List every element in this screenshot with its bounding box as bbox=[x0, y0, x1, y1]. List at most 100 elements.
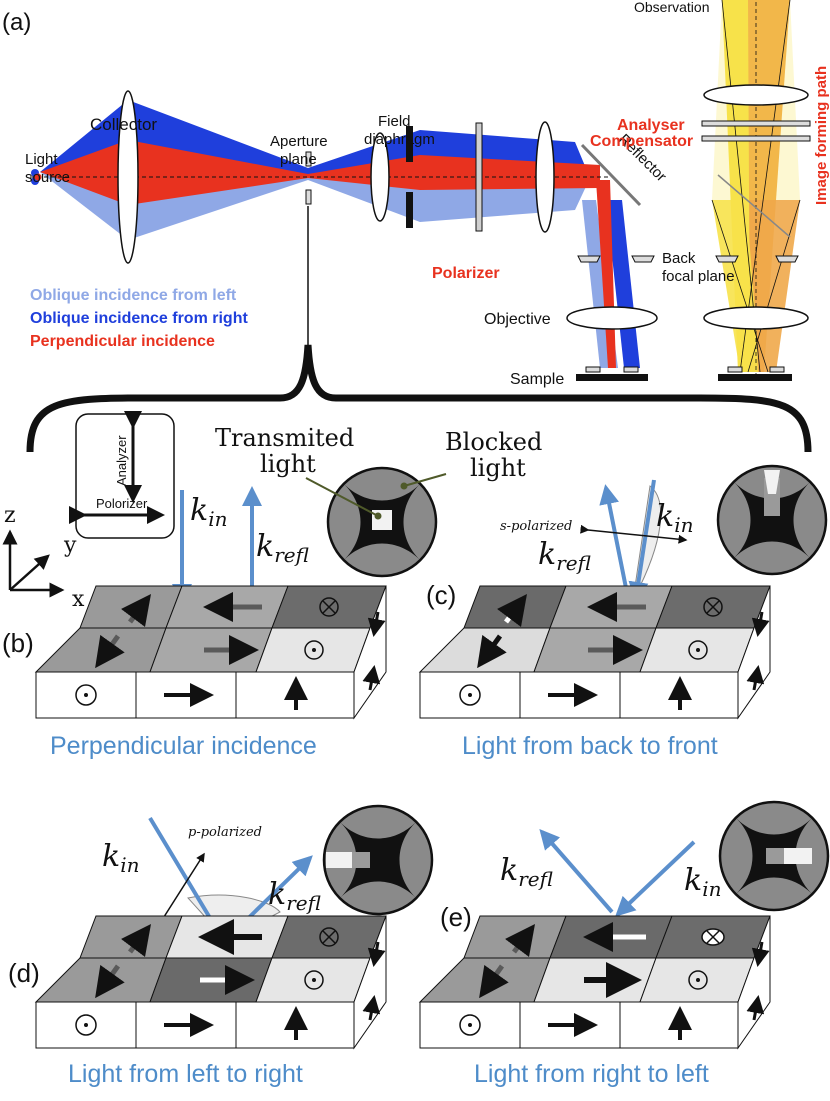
k-refl-label-d: krefl bbox=[268, 877, 321, 915]
bfp-stop-left bbox=[577, 255, 601, 263]
sample-stage bbox=[576, 374, 648, 381]
aperture-plane-label-1: Aperture bbox=[270, 133, 328, 150]
panel-a-label: (a) bbox=[2, 9, 31, 36]
aperture-plane-label-2: plane bbox=[280, 151, 317, 168]
transmitted-label-1: Transmited bbox=[215, 424, 354, 452]
obs-reflector bbox=[717, 174, 791, 238]
k-in-label-e: kin bbox=[684, 863, 721, 901]
analyser-plate bbox=[701, 120, 811, 127]
obs-sample-stop-left bbox=[727, 366, 743, 373]
panel-c: s-polarized kin krefl bbox=[418, 464, 828, 760]
image-forming-path-label: Image forming path bbox=[813, 66, 830, 205]
y-label: y bbox=[63, 533, 77, 558]
observation-label: Observation bbox=[634, 0, 709, 15]
transmitted-spot-e bbox=[784, 848, 812, 864]
s-polarized-label: s-polarized bbox=[500, 519, 572, 534]
obs-sample-stage bbox=[718, 374, 792, 381]
legend-oblique-right: Oblique incidence from right bbox=[30, 310, 248, 327]
blocked-leader bbox=[403, 473, 447, 487]
beam-perpendicular bbox=[40, 140, 600, 205]
p-polarized-label: p-polarized bbox=[188, 825, 262, 840]
p-pol-arrow-d bbox=[154, 852, 205, 929]
objective-lens bbox=[566, 306, 658, 330]
obs-bfp-stop-left bbox=[715, 255, 739, 263]
compensator-label: Compensator bbox=[590, 133, 693, 150]
circle-b bbox=[326, 466, 438, 578]
eyepiece-lens bbox=[703, 84, 809, 106]
legend-oblique-left: Oblique incidence from left bbox=[30, 287, 237, 304]
blocked-label-2: light bbox=[470, 454, 526, 482]
k-refl-label-e: krefl bbox=[500, 853, 553, 891]
collector-label: Collector bbox=[90, 115, 157, 134]
field-diaphragm-top bbox=[406, 126, 413, 162]
transmitted-dot bbox=[374, 512, 382, 520]
s-pol-arrow-c bbox=[580, 524, 688, 544]
sample-label: Sample bbox=[510, 371, 564, 388]
y-axis bbox=[9, 554, 50, 591]
domain-slab-e bbox=[418, 915, 771, 1050]
compensator-plate bbox=[701, 135, 811, 142]
analyzer-label: Analyzer bbox=[114, 435, 129, 486]
sample-stop-right bbox=[623, 366, 639, 373]
panel-d-label: (d) bbox=[8, 958, 40, 988]
field-diaphragm-label-2: diaphragm bbox=[364, 131, 435, 148]
obs-bfp-stop-right bbox=[775, 255, 799, 263]
domain-slab-b bbox=[34, 585, 387, 720]
k-refl-label-b: krefl bbox=[256, 529, 309, 567]
panel-c-label: (c) bbox=[426, 580, 456, 610]
analyser-label: Analyser bbox=[617, 117, 685, 134]
k-refl-arrow-c bbox=[599, 484, 630, 599]
polarizer-analyzer-inset: Analyzer Polorizer bbox=[69, 411, 175, 539]
panel-e-caption: Light from right to left bbox=[474, 1060, 709, 1088]
panel-e-label: (e) bbox=[440, 902, 472, 932]
legend-perpendicular: Perpendicular incidence bbox=[30, 333, 215, 350]
panel-b-caption: Perpendicular incidence bbox=[50, 732, 317, 760]
panel-c-caption: Light from back to front bbox=[462, 732, 718, 760]
k-in-label-d: kin bbox=[102, 839, 139, 877]
k-in-arrow-e bbox=[615, 840, 696, 917]
panel-a: (a) bbox=[2, 0, 830, 453]
obs-sample-stop-right bbox=[769, 366, 785, 373]
relay-lens bbox=[535, 121, 555, 233]
obs-objective-lens bbox=[703, 306, 809, 330]
k-refl-label-c: krefl bbox=[538, 537, 591, 575]
light-source bbox=[31, 169, 42, 185]
k-in-label-b: kin bbox=[190, 493, 227, 531]
objective-label: Objective bbox=[484, 311, 551, 328]
light-source-label-2: source bbox=[25, 169, 70, 186]
x-label: x bbox=[72, 587, 85, 612]
transmitted-spot-b bbox=[372, 510, 392, 530]
back-focal-plane-label-2: focal plane bbox=[662, 268, 735, 285]
circle-e bbox=[718, 800, 830, 912]
field-diaphragm-bottom bbox=[406, 192, 413, 228]
bfp-stop-right bbox=[631, 255, 655, 263]
domain-slab-c bbox=[418, 585, 771, 720]
panel-d-caption: Light from left to right bbox=[68, 1060, 303, 1088]
field-lens bbox=[370, 132, 390, 222]
panel-e: krefl kin bbox=[418, 800, 830, 1088]
coordinate-axes: z y x bbox=[2, 503, 85, 612]
polarizer-plate bbox=[475, 122, 483, 232]
light-source-label-1: Light bbox=[25, 151, 58, 168]
back-focal-plane-label-1: Back bbox=[662, 250, 696, 267]
circle-d bbox=[322, 804, 434, 916]
polorizer-label: Polorizer bbox=[96, 496, 148, 511]
blocked-dot bbox=[400, 482, 408, 490]
sample-stop-left bbox=[585, 366, 601, 373]
aperture-stop-top bbox=[305, 151, 312, 167]
transmitted-leader bbox=[305, 477, 379, 517]
reflector-mirror bbox=[580, 143, 642, 207]
z-label: z bbox=[4, 503, 16, 528]
transmitted-label-2: light bbox=[260, 450, 316, 478]
k-refl-arrow-e bbox=[539, 828, 614, 914]
circle-c bbox=[716, 464, 828, 576]
panel-b: Transmited light Blocked light kin krefl bbox=[2, 424, 542, 760]
polarizer-label: Polarizer bbox=[432, 265, 500, 282]
collector-lens bbox=[117, 90, 139, 264]
field-diaphragm-label-1: Field bbox=[378, 113, 411, 130]
k-in-label-c: kin bbox=[656, 499, 693, 537]
aperture-stop-bottom bbox=[305, 189, 312, 205]
blocked-label-1: Blocked bbox=[445, 428, 542, 456]
domain-slab-d bbox=[34, 915, 387, 1050]
